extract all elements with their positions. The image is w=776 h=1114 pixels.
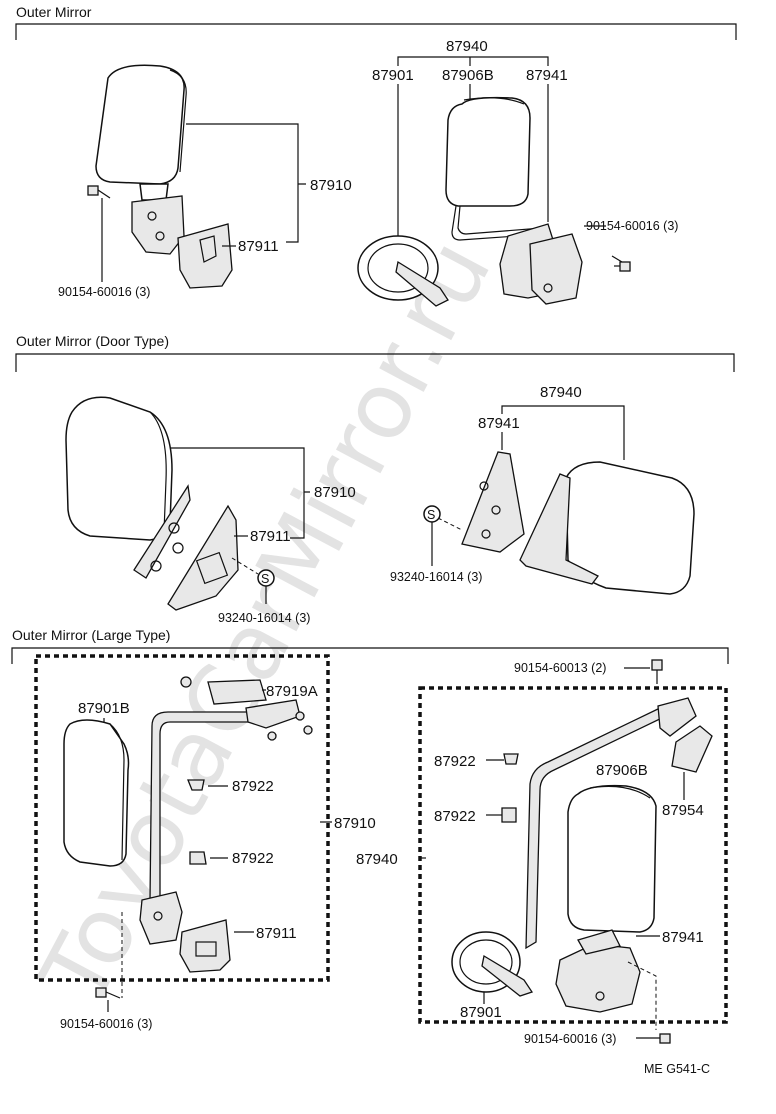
bracket-87940-door	[501, 405, 625, 460]
section-title-door-type: Outer Mirror (Door Type)	[16, 333, 169, 349]
label-87922a: 87922	[232, 778, 274, 795]
label-87954: 87954	[662, 802, 704, 819]
label-87941-door: 87941	[478, 415, 520, 432]
bracket-87941	[499, 223, 583, 305]
mirror-87910-assembly	[95, 64, 233, 289]
label-87922c: 87922	[434, 753, 476, 770]
mirror-87901-large	[451, 931, 534, 997]
section-2-bracket	[15, 353, 735, 372]
grommet-icon	[503, 753, 519, 765]
mirror-87906B-large	[567, 784, 657, 933]
svg-text:S: S	[427, 508, 435, 522]
base-bracket-large	[139, 891, 183, 945]
mirror-87901B	[63, 719, 130, 867]
label-87906B: 87906B	[442, 67, 494, 84]
label-bolt-left-large: 90154-60016 (3)	[60, 1017, 152, 1031]
mirror-87910-door	[65, 396, 191, 579]
gasket-87911-large	[179, 919, 231, 973]
section-3-bracket	[11, 647, 729, 664]
label-87941-large: 87941	[662, 929, 704, 946]
clamp-bracket	[657, 697, 697, 737]
label-bolt-bottom-right: 90154-60016 (3)	[524, 1032, 616, 1046]
mirror-87901	[357, 235, 449, 307]
gasket-87941-door	[461, 451, 525, 553]
label-87911-door: 87911	[250, 528, 291, 545]
section-title-outer-mirror: Outer Mirror	[16, 4, 92, 20]
grommet-icon	[187, 779, 205, 791]
bolt-icon	[95, 987, 121, 999]
bracket-87954	[671, 725, 713, 773]
bolt-icon	[659, 1033, 671, 1044]
label-87940-large: 87940	[356, 851, 398, 868]
section-1-bracket	[15, 23, 737, 40]
screw-s-icon: S	[423, 505, 441, 523]
leader-87910	[186, 123, 306, 243]
bolt-icon	[87, 185, 111, 199]
screw-leader-right	[437, 517, 463, 531]
bolt-icon	[614, 261, 631, 272]
label-87911-large: 87911	[256, 925, 297, 942]
label-87922b: 87922	[232, 850, 274, 867]
leader-87910-door	[170, 447, 310, 539]
screw-s-icon: S	[257, 569, 275, 587]
bracket-87919A	[207, 679, 301, 729]
bolt-icon	[180, 676, 313, 741]
label-87940: 87940	[446, 38, 488, 55]
figure-code: ME G541-C	[644, 1062, 710, 1076]
label-87941: 87941	[526, 67, 568, 84]
label-87906B-large: 87906B	[596, 762, 648, 779]
label-87940-door: 87940	[540, 384, 582, 401]
right-group-outline	[418, 686, 728, 1024]
mirror-87906B	[445, 96, 531, 207]
leader-bolt-right	[584, 225, 623, 263]
grommet-icon	[501, 807, 517, 823]
label-87901B: 87901B	[78, 700, 130, 717]
gasket-87911-door	[167, 504, 239, 611]
label-87910-door: 87910	[314, 484, 356, 501]
bracket-87940	[397, 56, 549, 66]
label-bolt-top-right: 90154-60013 (2)	[514, 661, 606, 675]
screw-leader-left	[231, 557, 259, 575]
label-87901: 87901	[372, 67, 414, 84]
label-87911: 87911	[238, 238, 279, 255]
label-87919A: 87919A	[266, 683, 318, 700]
svg-text:S: S	[261, 572, 269, 586]
label-screw-left: 93240-16014 (3)	[218, 611, 310, 625]
label-screw-right: 93240-16014 (3)	[390, 570, 482, 584]
label-87901-large: 87901	[460, 1004, 502, 1021]
left-group-outline	[34, 654, 330, 982]
grommet-icon	[189, 851, 207, 865]
label-bolt-left: 90154-60016 (3)	[58, 285, 150, 299]
label-87922d: 87922	[434, 808, 476, 825]
section-title-large-type: Outer Mirror (Large Type)	[12, 627, 170, 643]
bracket-87941-large	[555, 929, 641, 1013]
label-bolt-right: 90154-60016 (3)	[586, 219, 678, 233]
bolt-icon	[651, 659, 663, 684]
bolt-dash-right	[627, 961, 657, 1030]
mirror-87940-door	[519, 461, 695, 595]
mirror-stay	[451, 205, 547, 241]
label-87910-large: 87910	[334, 815, 376, 832]
label-87910: 87910	[310, 177, 352, 194]
